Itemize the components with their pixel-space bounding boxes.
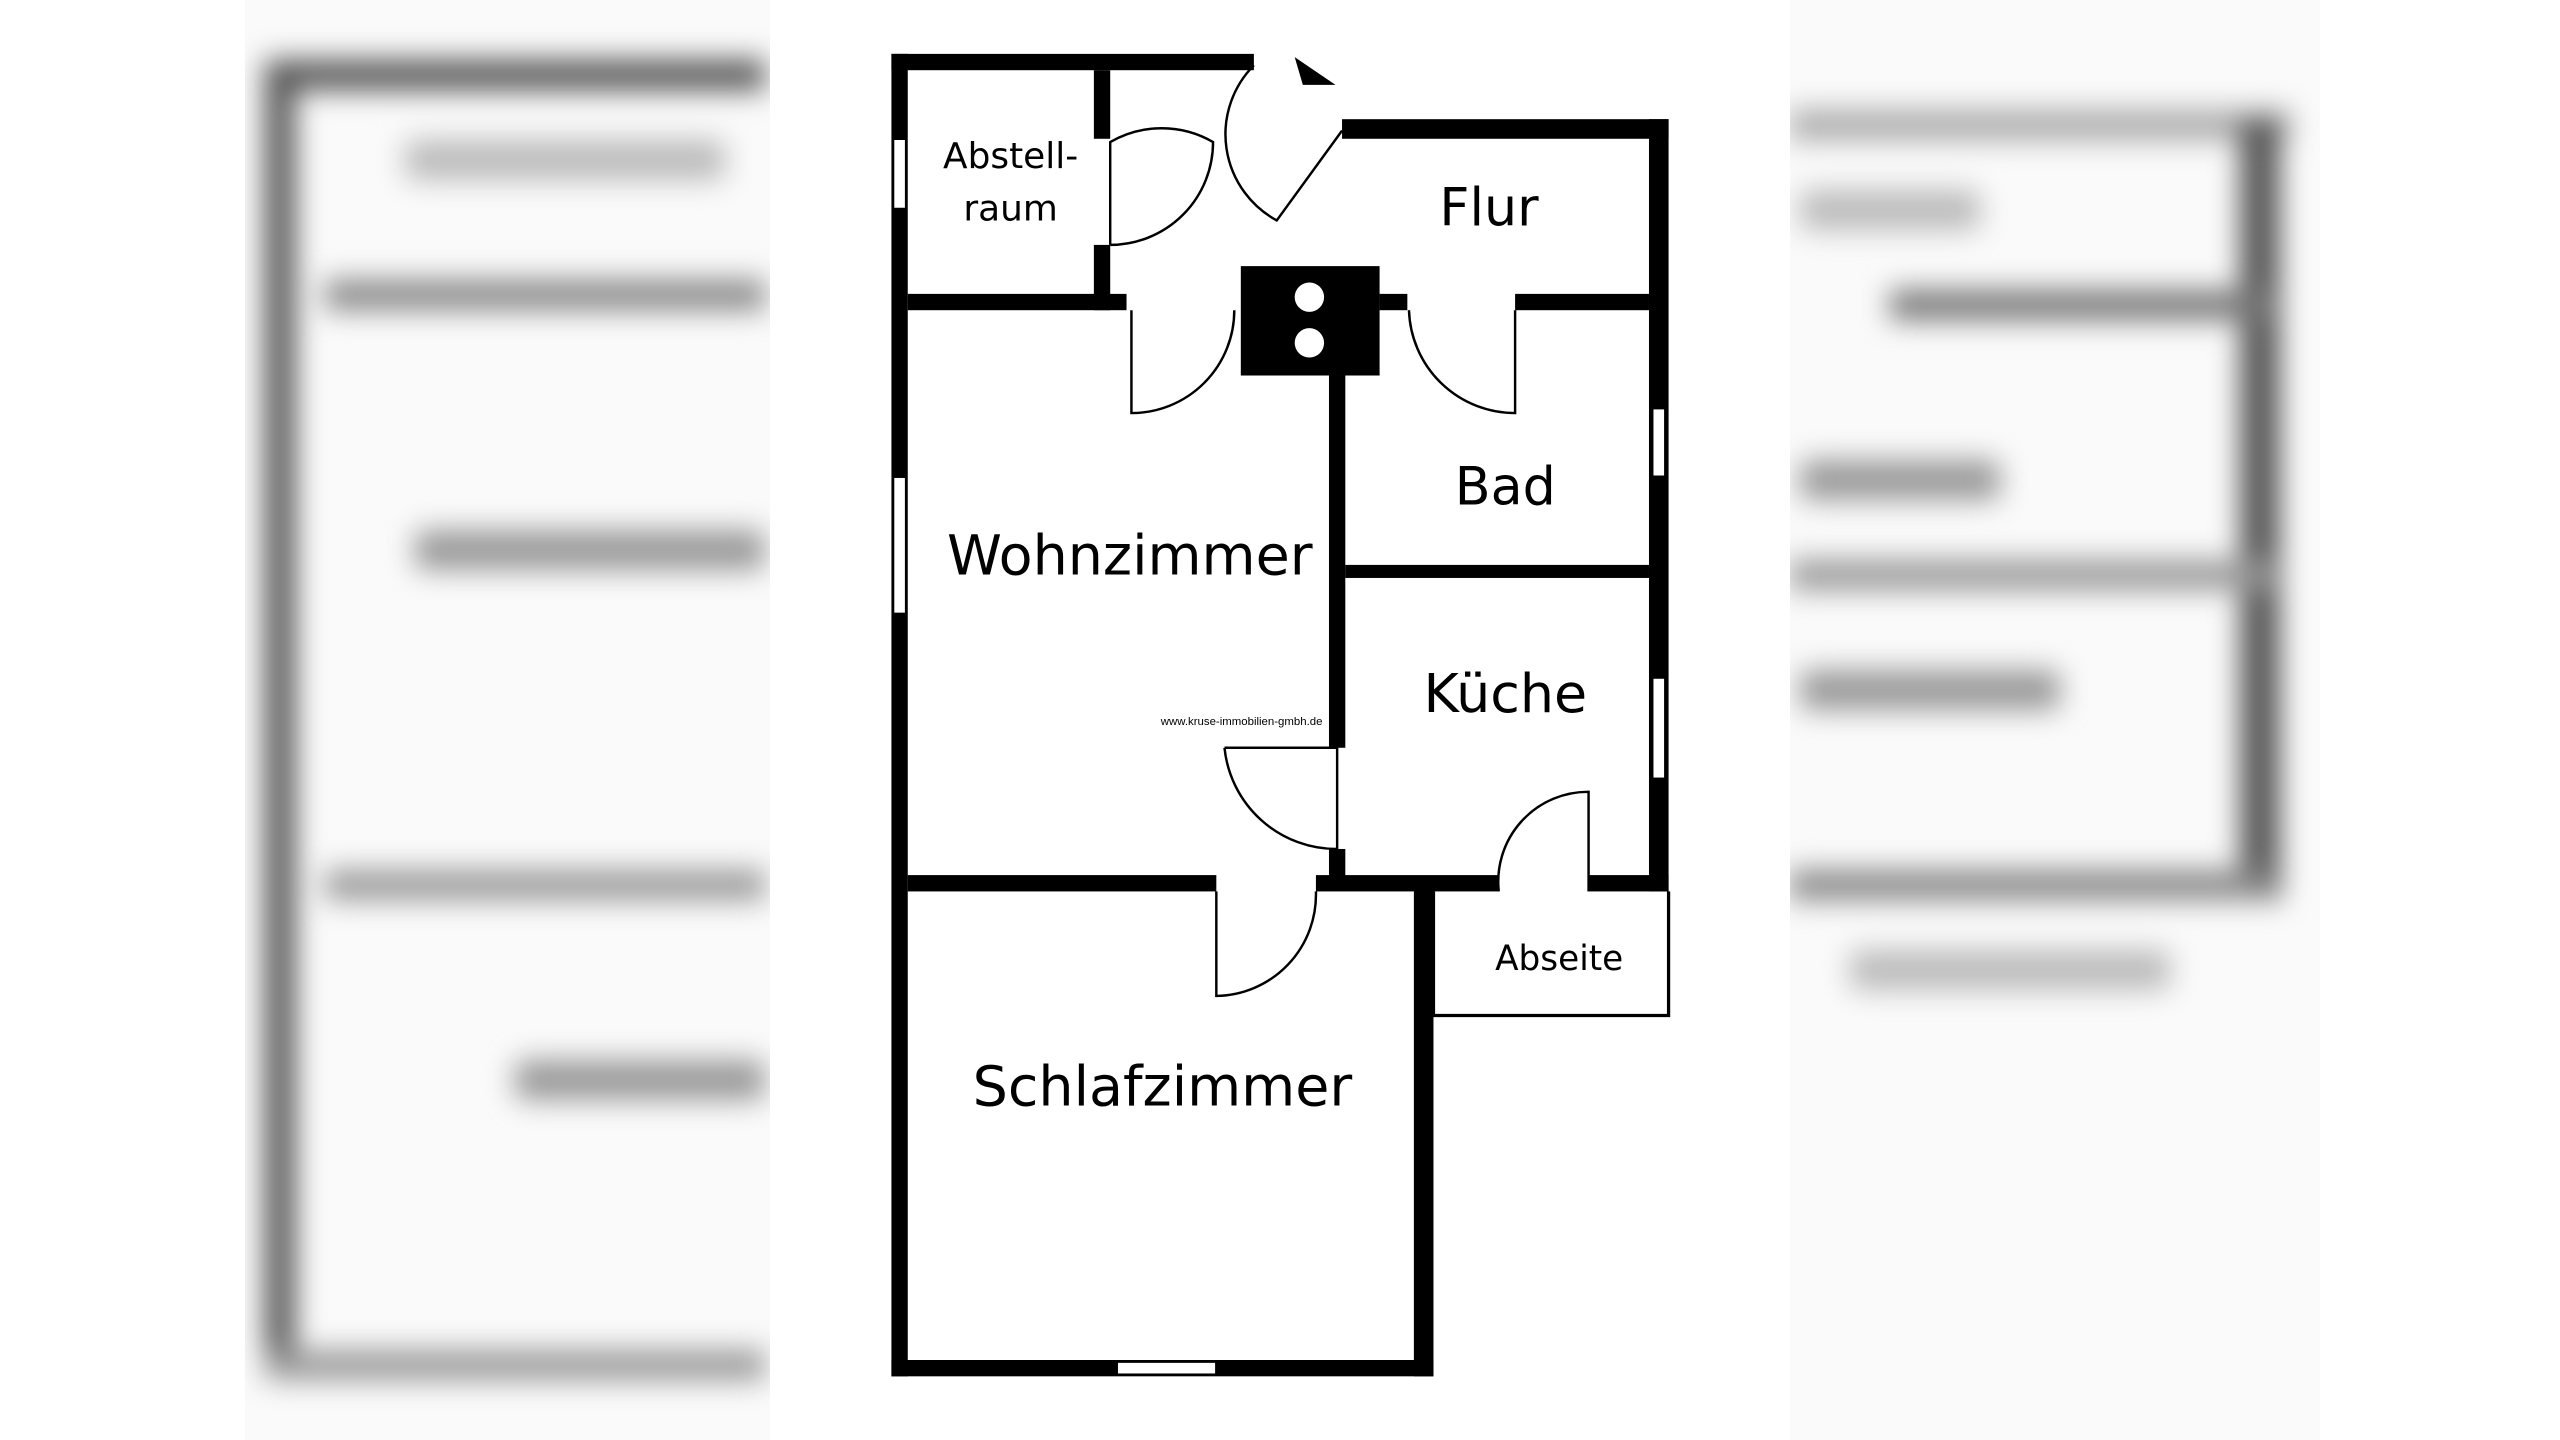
credit-text: McGrundriss (1656, 820, 1667, 876)
room-label-abstellraum: Abstell- (943, 136, 1078, 177)
entrance-arrow-icon (1294, 57, 1336, 85)
room-label-abseite: Abseite (1495, 939, 1623, 979)
room-label-abstellraum-2: raum (963, 188, 1057, 229)
blurred-background-right (1790, 0, 2320, 1440)
abseite-outline (1431, 891, 1671, 1018)
room-label-flur: Flur (1439, 178, 1539, 238)
watermark: www.kruse-immobilien-gmbh.de (1160, 716, 1323, 728)
room-label-kueche: Küche (1423, 662, 1587, 725)
room-label-wohnzimmer: Wohnzimmer (947, 524, 1313, 589)
windows (891, 137, 1667, 1376)
blurred-background-left (245, 0, 770, 1440)
door-swings (1108, 64, 1590, 998)
room-label-bad: Bad (1455, 457, 1556, 517)
chimney (1240, 266, 1380, 376)
room-label-schlafzimmer: Schlafzimmer (973, 1054, 1353, 1119)
